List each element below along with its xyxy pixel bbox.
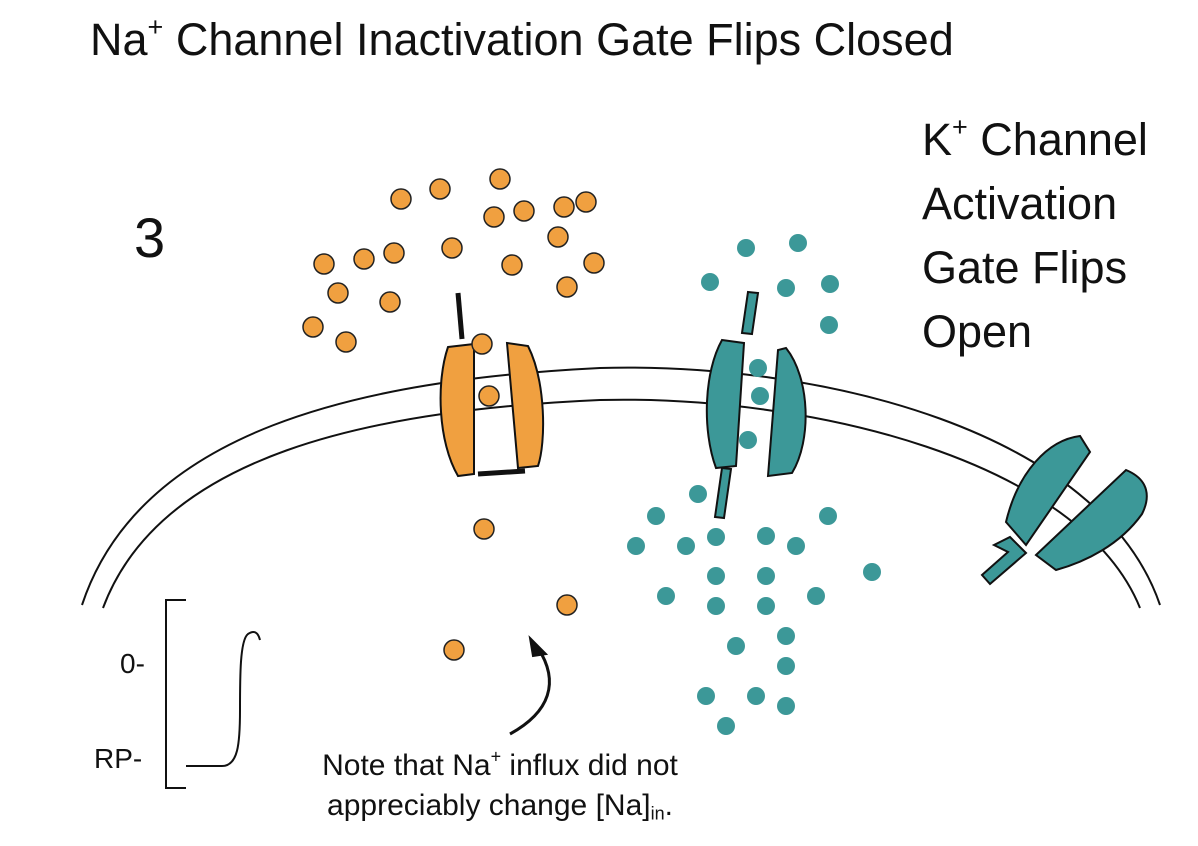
potassium-ion	[701, 273, 719, 291]
graph-zero-label: 0-	[120, 648, 145, 679]
sodium-channel-right-subunit	[505, 341, 545, 470]
sodium-ion	[547, 226, 569, 248]
potassium-ion	[819, 507, 837, 525]
potassium-channel-closed-gate	[980, 535, 1028, 586]
potassium-ion	[749, 359, 767, 377]
potassium-ion	[777, 657, 795, 675]
note-text: Note that Na+ influx did not appreciably…	[280, 746, 720, 826]
sodium-ion	[335, 331, 357, 353]
graph-resting-potential-label: RP-	[94, 743, 143, 774]
step-number: 3	[134, 206, 166, 269]
sodium-ion	[489, 168, 511, 190]
note-line-1: Note that Na+ influx did not	[322, 746, 678, 782]
k-channel-label: K+ Channel Activation Gate Flips Open	[922, 108, 1148, 364]
potassium-ion	[751, 387, 769, 405]
potassium-ion	[657, 587, 675, 605]
potassium-ion	[757, 527, 775, 545]
potassium-ion	[707, 567, 725, 585]
potassium-ion	[707, 597, 725, 615]
sodium-ion	[553, 196, 575, 218]
potassium-ion	[747, 687, 765, 705]
potassium-channel-left-subunit	[705, 338, 746, 470]
potassium-ion	[737, 239, 755, 257]
potassium-channel-closed-left-subunit	[1004, 434, 1092, 547]
sodium-ion	[556, 276, 578, 298]
sodium-ion	[501, 254, 523, 276]
potassium-ion	[807, 587, 825, 605]
note-arrow	[509, 635, 551, 736]
sodium-inactivation-gate	[477, 468, 526, 477]
k-label-line-4: Open	[922, 306, 1033, 357]
sodium-ion	[441, 237, 463, 259]
potassium-ion	[677, 537, 695, 555]
k-label-line-1: K+ Channel	[922, 112, 1148, 165]
sodium-ion	[483, 206, 505, 228]
potassium-channel-closed	[980, 434, 1148, 586]
potassium-activation-gate-bottom	[713, 466, 733, 520]
sodium-ion	[583, 252, 605, 274]
k-label-line-2: Activation	[922, 178, 1118, 229]
potassium-channel-right-subunit	[766, 346, 807, 478]
potassium-ion	[739, 431, 757, 449]
potassium-ion	[697, 687, 715, 705]
potassium-ion	[689, 485, 707, 503]
potassium-ion	[789, 234, 807, 252]
potassium-channel-closed-right-subunit	[1034, 468, 1148, 572]
sodium-ion	[390, 188, 412, 210]
sodium-channel	[439, 292, 545, 478]
sodium-ion	[471, 333, 493, 355]
note-line-2: appreciably change [Na]in.	[327, 789, 673, 824]
sodium-ion	[429, 178, 451, 200]
potassium-ion	[717, 717, 735, 735]
potassium-ion	[647, 507, 665, 525]
potassium-ion	[863, 563, 881, 581]
action-potential-trace	[186, 631, 261, 767]
potassium-ion	[777, 279, 795, 297]
potassium-ion	[787, 537, 805, 555]
potassium-ions	[627, 234, 881, 735]
potassium-ion	[757, 597, 775, 615]
sodium-ion	[443, 639, 465, 661]
sodium-ion	[575, 191, 597, 213]
sodium-ion	[302, 316, 324, 338]
sodium-ion	[556, 594, 578, 616]
sodium-ion	[353, 248, 375, 270]
action-potential-graph	[165, 599, 261, 789]
graph-bracket	[165, 599, 186, 789]
potassium-ion	[821, 275, 839, 293]
potassium-ion	[707, 528, 725, 546]
potassium-channel-open	[705, 290, 807, 520]
potassium-activation-gate-top	[740, 290, 760, 336]
potassium-ion	[777, 697, 795, 715]
potassium-ion	[727, 637, 745, 655]
sodium-activation-gate	[455, 292, 465, 340]
potassium-ion	[757, 567, 775, 585]
sodium-ion	[478, 385, 500, 407]
sodium-ion	[379, 291, 401, 313]
potassium-ion	[820, 316, 838, 334]
sodium-ion	[473, 518, 495, 540]
potassium-ion	[777, 627, 795, 645]
sodium-ion	[513, 200, 535, 222]
sodium-ion	[383, 242, 405, 264]
sodium-ion	[327, 282, 349, 304]
sodium-ions	[302, 168, 605, 661]
sodium-ion	[313, 253, 335, 275]
sodium-channel-left-subunit	[439, 342, 475, 478]
page-title: Na+ Channel Inactivation Gate Flips Clos…	[90, 12, 954, 65]
potassium-ion	[627, 537, 645, 555]
k-label-line-3: Gate Flips	[922, 242, 1128, 293]
